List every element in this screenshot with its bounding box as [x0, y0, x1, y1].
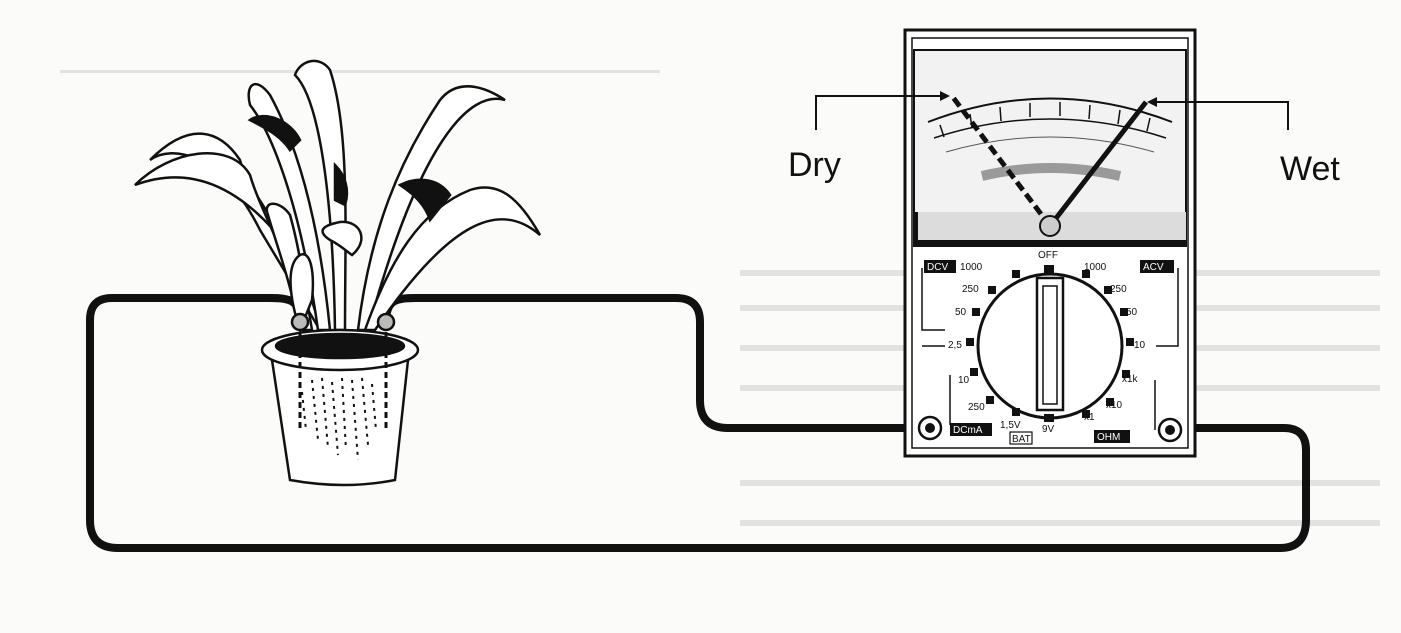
ohm-range: x1 — [1084, 412, 1095, 423]
dcma-range: 250 — [968, 402, 985, 413]
wet-pointer — [1147, 97, 1289, 130]
dcv-range: 50 — [955, 307, 967, 318]
plant-leaf-dark — [397, 178, 452, 223]
water-drops — [301, 377, 377, 461]
acv-range: 1000 — [1084, 262, 1107, 273]
dcv-label: DCV — [927, 262, 948, 273]
ohm-badge — [1094, 430, 1130, 443]
ohm-label: OHM — [1097, 432, 1120, 443]
dcv-range: 1000 — [960, 262, 983, 273]
meter-labels: OFF DCV ACV DCmA OHM BAT 1000 250 50 2,5… — [927, 250, 1164, 445]
range-selector-panel — [921, 268, 1179, 430]
dcma-label: DCmA — [953, 425, 983, 436]
probe-right — [376, 312, 396, 430]
wet-label: Wet — [1280, 150, 1340, 188]
bat-label: BAT — [1012, 434, 1031, 445]
dry-label: Dry — [788, 146, 841, 184]
selector-pointer — [1035, 276, 1065, 412]
dcv-badge — [924, 260, 956, 273]
ohm-range: x10 — [1106, 400, 1123, 411]
jack-right — [1157, 417, 1183, 443]
acv-label: ACV — [1143, 262, 1164, 273]
dcma-badge — [950, 423, 992, 436]
ohm-range: x1k — [1122, 374, 1139, 385]
plant-leaf-dark — [333, 161, 349, 207]
acv-range: 50 — [1126, 307, 1138, 318]
plant-leaf-dark — [247, 114, 302, 152]
off-label: OFF — [1038, 250, 1058, 261]
acv-range: 250 — [1110, 284, 1127, 295]
needle-dry — [950, 94, 1052, 228]
dcv-range: 2,5 — [948, 340, 962, 351]
flower-pot — [260, 328, 420, 487]
needle-wet — [1048, 100, 1148, 228]
dcma-range: 10 — [958, 375, 970, 386]
probe-left — [290, 312, 310, 430]
multimeter — [903, 28, 1197, 458]
dcv-range: 250 — [962, 284, 979, 295]
dry-pointer — [815, 91, 950, 130]
plant-leaf — [289, 253, 315, 334]
acv-badge — [1140, 260, 1174, 273]
needle-pivot — [1039, 215, 1061, 237]
bat-badge — [1009, 431, 1033, 445]
bat-range: 9V — [1042, 424, 1055, 435]
bat-range: 1,5V — [1000, 420, 1021, 431]
plant-leaf — [321, 220, 363, 257]
pot-body — [270, 358, 410, 487]
acv-range: 10 — [1134, 340, 1146, 351]
pot-soil — [274, 332, 406, 360]
plant — [134, 59, 542, 334]
plant-leaf — [356, 85, 506, 332]
jack-left — [917, 415, 943, 441]
